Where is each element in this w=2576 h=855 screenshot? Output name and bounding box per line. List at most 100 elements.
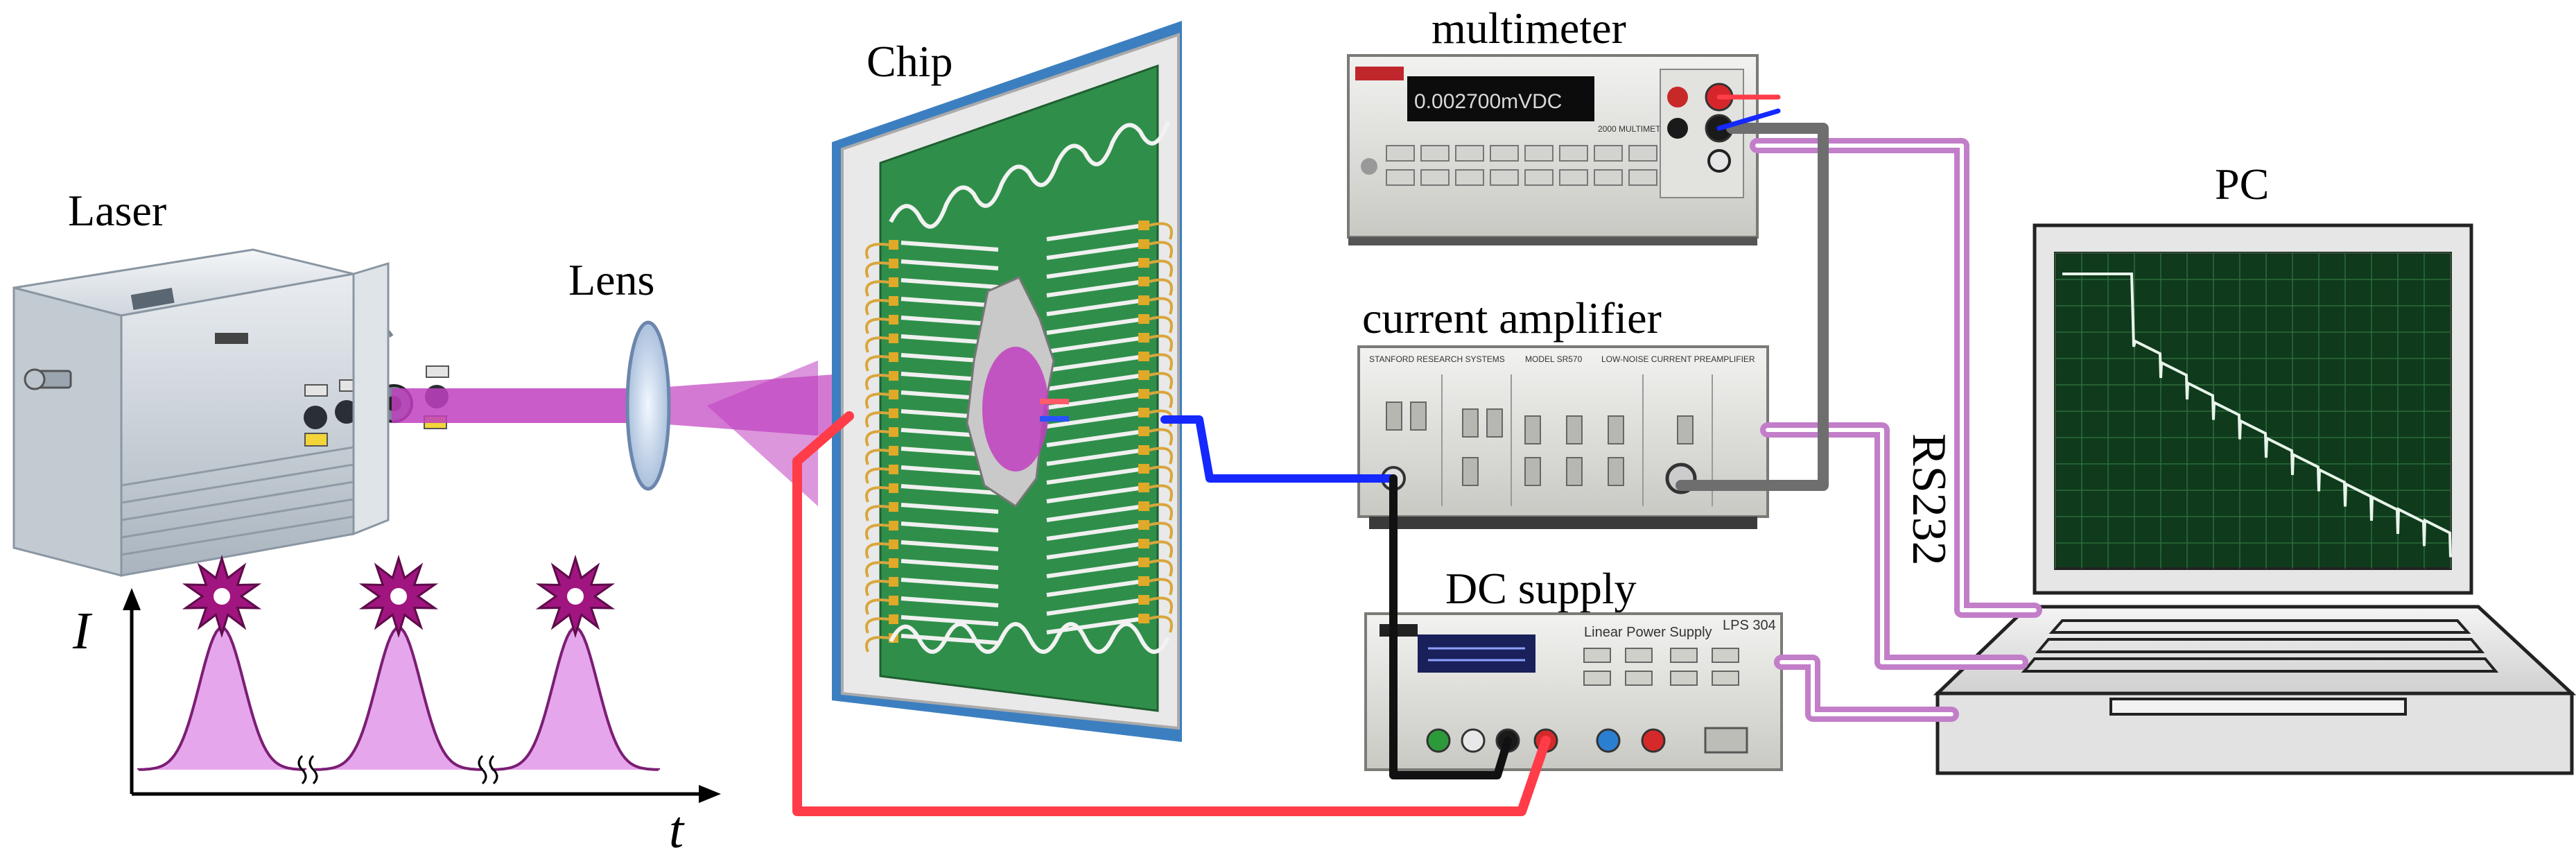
chip-wire-bond-left [865,598,889,615]
pc-base-front [1935,691,2574,775]
pulses [137,554,660,771]
chip-wire-bond-right [1149,578,1173,596]
cables: RS232 [792,94,2042,816]
chip-bond-pad-right [1138,464,1149,474]
multimeter-buttons [1386,145,1657,186]
chip-wire-bond-right [1149,447,1173,465]
chip-wire-bond-left [865,392,889,409]
multimeter-blue-lead [1716,108,1781,131]
chip-wire-bond-right [1149,521,1173,539]
chip-wire-bond-right [1149,540,1173,558]
amp-controls [1386,401,1694,486]
chip-trace-right [1046,429,1145,447]
chip-contact-red [1040,399,1069,404]
multimeter-label: multimeter [1431,3,1626,53]
current-amplifier-label: current amplifier [1362,293,1662,343]
chip-bond-pad-left [889,296,898,306]
chip-trace-right [1046,542,1145,560]
chip-bond-pad-right [1138,558,1149,567]
multimeter-power-button [1361,158,1377,175]
chip-trace-right [1046,467,1145,485]
dc-supply-model: LPS 304 [1723,618,1776,633]
chip-group: Chip [832,21,1182,742]
chip-bond-pad-right [1138,221,1149,230]
chip-bond-pad-left [889,315,898,325]
chip-trace-right [1046,485,1145,503]
chip-wire-bond-left [865,524,889,540]
pulse-burst-core-1 [214,588,230,605]
lens-element [625,320,671,491]
chip-trace-left [900,521,999,533]
chip-trace-left [900,484,999,495]
chip-bond-pad-right [1138,595,1149,605]
chip-wire-bond-right [1149,559,1173,577]
pc-keyboard-rows [2021,619,2499,673]
current-amplifier-body [1357,345,1769,518]
multimeter-reading: 0.002700mVDC [1414,90,1562,113]
chip-trace-left [900,578,999,589]
chip-bond-pad-left [889,427,898,437]
dc-supply-display [1418,634,1535,673]
chip-trace-left [900,278,999,289]
chip-trace-left [900,540,999,551]
chip-trace-left [900,503,999,514]
chip-trace-right [1046,411,1145,429]
chip-trace-left [900,259,999,270]
diverging-beam [707,361,818,506]
chip-bond-pad-left [889,352,898,362]
blue-wire [1160,415,1398,483]
chip-wire-bond-left [865,467,889,484]
pc-screen-trace [2062,273,2452,558]
pc-label: PC [2215,159,2269,209]
lens-label: Lens [568,255,654,304]
chip-wire-bond-left [865,299,889,316]
chip-wire-bond-right [1149,465,1173,483]
chip-bond-pad-right [1138,426,1149,436]
red-wire [792,411,1551,816]
chip-bond-pad-left [889,277,898,287]
chip-trace-right [1046,523,1145,541]
chip-bond-pad-left [889,334,898,343]
chip-bond-pad-right [1138,483,1149,492]
multimeter-logo [1355,67,1404,80]
chip-bond-pad-right [1138,501,1149,511]
chip-trace-right [1046,336,1145,354]
chip-bond-pad-left [889,446,898,456]
black-wire [1389,474,1512,779]
dc-supply-group: DC supply Linear Power Supply LPS 304 [1364,564,1783,771]
chip-trace-right [1046,279,1145,297]
chip-label: Chip [867,37,952,86]
chip-bond-pad-right [1138,314,1149,324]
chip-trace-left [900,297,999,308]
chip-wire-bond-left [865,336,889,353]
chip-bond-pad-right [1138,539,1149,549]
chip-wire-bond-left [865,505,889,521]
collimated-beam [392,388,645,423]
chip-wire-bond-left [865,411,889,428]
amp-base [1369,517,1757,529]
amp-title: LOW-NOISE CURRENT PREAMPLIFIER [1601,354,1755,364]
chip-wire-bond-left [865,261,889,278]
chip-wire-bond-right [1149,615,1173,633]
chip-wire-bond-right [1149,596,1173,614]
chip-wire-bond-right [1149,353,1173,371]
chip-bond-pad-right [1138,445,1149,455]
chip-wire-bond-left [865,243,889,259]
chip-wire-bond-right [1149,297,1173,315]
pulse-train-plot: I t [72,554,721,855]
chip-wire-bond-left [865,617,889,634]
chip-bond-pad-left [889,539,898,549]
chip-wire-bond-left [865,542,889,559]
pulse-3 [491,625,660,771]
chip-trace-right [1046,223,1145,241]
chip-wire-bond-left [865,449,889,465]
dc-supply-buttons [1583,648,1739,686]
axis-i-label: I [72,602,93,660]
chip-wire-bond-left [865,318,889,334]
chip-bond-pad-right [1138,389,1149,399]
multimeter-feet [1348,237,1757,245]
amp-brand: STANFORD RESEARCH SYSTEMS [1369,354,1505,364]
chip-trace-right [1046,392,1145,410]
chip-trace-right [1046,261,1145,279]
chip-wire-bond-right [1149,259,1173,277]
